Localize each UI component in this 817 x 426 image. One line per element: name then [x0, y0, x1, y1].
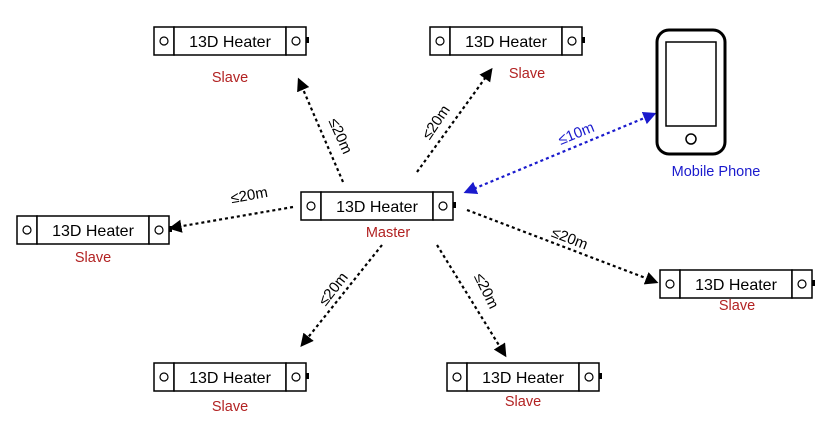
master-role-label: Master — [366, 225, 410, 241]
slave-heater-top-right: 13D Heater — [429, 26, 585, 56]
slave-role-label: Slave — [505, 394, 541, 410]
link-to-slave-right — [466, 208, 659, 285]
mount-hole-icon — [584, 372, 594, 382]
link-to-slave-top-left — [297, 77, 345, 183]
mount-hole-icon — [291, 36, 301, 46]
mount-hole-icon — [306, 201, 316, 211]
slave-heater-label: 13D Heater — [189, 370, 271, 387]
smartphone-icon — [655, 28, 727, 156]
distance-label-left: ≤20m — [229, 184, 269, 207]
slave-heater-bottom-left: 13D Heater — [153, 362, 309, 392]
master-heater: 13D Heater — [300, 191, 456, 221]
slave-role-label: Slave — [509, 66, 545, 82]
slave-heater-top-left: 13D Heater — [153, 26, 309, 56]
mount-hole-icon — [438, 201, 448, 211]
mount-hole-icon — [797, 279, 807, 289]
mount-hole-icon — [567, 36, 577, 46]
link-to-slave-bottom-left — [300, 244, 383, 348]
link-to-slave-left — [168, 205, 294, 233]
slave-heater-label: 13D Heater — [482, 370, 564, 387]
phone-label: Mobile Phone — [672, 164, 761, 180]
links-layer — [168, 67, 659, 358]
slave-heater-label: 13D Heater — [189, 34, 271, 51]
distance-label-top-left: ≤20m — [325, 116, 356, 157]
master-heater-label: 13D Heater — [336, 199, 418, 216]
mount-hole-icon — [665, 279, 675, 289]
distance-label-phone: ≤10m — [556, 119, 597, 149]
mount-hole-icon — [159, 36, 169, 46]
slave-role-label: Slave — [719, 298, 755, 314]
slave-heater-label: 13D Heater — [465, 34, 547, 51]
slave-heater-bottom-right: 13D Heater — [446, 362, 602, 392]
slave-role-label: Slave — [212, 399, 248, 415]
distance-label-bottom-right: ≤20m — [470, 270, 502, 311]
slave-heater-label: 13D Heater — [695, 277, 777, 294]
distance-label-top-right: ≤20m — [419, 102, 454, 143]
mount-hole-icon — [22, 225, 32, 235]
link-phone-master — [463, 111, 657, 195]
mount-hole-icon — [159, 372, 169, 382]
slave-heater-left: 13D Heater — [16, 215, 172, 245]
slave-heater-right: 13D Heater — [659, 269, 815, 299]
slave-role-label: Slave — [75, 250, 111, 266]
slave-role-label: Slave — [212, 70, 248, 86]
mount-hole-icon — [452, 372, 462, 382]
mount-hole-icon — [291, 372, 301, 382]
mount-hole-icon — [435, 36, 445, 46]
mount-hole-icon — [154, 225, 164, 235]
slave-heater-label: 13D Heater — [52, 223, 134, 240]
